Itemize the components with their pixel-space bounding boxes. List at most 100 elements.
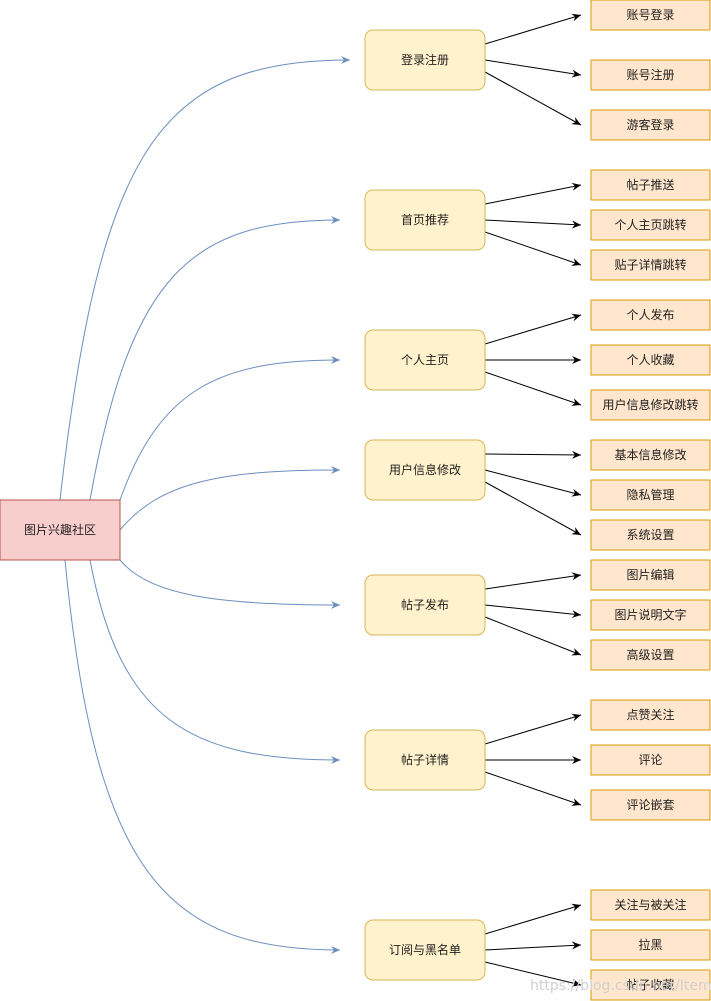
leaf-node-box — [590, 209, 711, 241]
module-node-box — [364, 439, 486, 501]
module-node: 帖子详情 — [364, 729, 486, 791]
root-node-box — [0, 499, 121, 561]
leaf-node-label: 系统设置 — [626, 528, 674, 542]
leaf-node: 游客登录 — [590, 109, 711, 141]
leaf-node-box — [590, 789, 711, 821]
module-node-label: 登录注册 — [401, 52, 449, 67]
module-node-box — [364, 574, 486, 636]
leaf-node: 点赞关注 — [590, 699, 711, 731]
leaf-connector — [484, 371, 582, 406]
leaf-connector — [484, 572, 582, 590]
leaf-node: 个人主页跳转 — [590, 209, 711, 241]
leaf-node-box — [590, 639, 711, 671]
leaf-node: 个人发布 — [590, 299, 711, 331]
root-connector — [119, 356, 341, 501]
leaf-connector — [484, 450, 582, 459]
leaf-node: 帖子推送 — [590, 169, 711, 201]
leaf-node-label: 个人发布 — [626, 307, 674, 322]
root-connector — [119, 559, 341, 609]
leaf-node-box — [590, 699, 711, 731]
leaf-node: 帖子收藏 — [590, 969, 711, 1001]
module-node-label: 帖子详情 — [401, 752, 449, 767]
leaf-node-label: 账号注册 — [626, 67, 674, 82]
leaf-connector — [484, 59, 582, 78]
leaf-node-label: 点赞关注 — [626, 707, 674, 722]
leaf-node-box — [590, 109, 711, 141]
root-connector — [64, 559, 341, 954]
leaf-node: 系统设置 — [590, 519, 711, 551]
module-node: 订阅与黑名单 — [364, 919, 486, 981]
leaf-node: 用户信息修改跳转 — [590, 389, 711, 421]
module-node-box — [364, 29, 486, 91]
module-node-label: 订阅与黑名单 — [389, 942, 461, 957]
leaf-node: 隐私管理 — [590, 479, 711, 511]
leaf-node-label: 图片说明文字 — [614, 607, 686, 622]
leaf-node-label: 拉黑 — [638, 937, 662, 952]
module-node-box — [364, 919, 486, 981]
leaf-connector — [484, 616, 582, 656]
leaf-node-label: 评论 — [638, 753, 662, 767]
leaf-connector — [484, 961, 582, 987]
leaf-node-label: 隐私管理 — [626, 487, 674, 502]
leaf-node-label: 基本信息修改 — [614, 447, 686, 462]
leaf-node-box — [590, 389, 711, 421]
root-connector — [119, 466, 341, 531]
leaf-node-label: 贴子详情跳转 — [614, 257, 686, 272]
root-connectors — [59, 56, 351, 954]
leaf-node: 账号登录 — [590, 0, 711, 31]
leaf-connector — [484, 481, 582, 536]
root-node: 图片兴趣社区 — [0, 499, 121, 561]
module-node-box — [364, 729, 486, 791]
leaf-node: 评论嵌套 — [590, 789, 711, 821]
leaf-node-label: 帖子收藏 — [626, 977, 674, 992]
leaf-node-box — [590, 59, 711, 91]
leaf-connector — [484, 903, 582, 935]
leaf-node: 图片说明文字 — [590, 599, 711, 631]
module-node: 登录注册 — [364, 29, 486, 91]
leaf-connector — [484, 771, 582, 806]
leaf-node-box — [590, 0, 711, 31]
leaf-node-box — [590, 969, 711, 1001]
root-node-label: 图片兴趣社区 — [24, 522, 96, 537]
leaf-connector — [484, 182, 582, 205]
leaf-node-label: 关注与被关注 — [614, 897, 686, 912]
leaf-node-box — [590, 169, 711, 201]
leaf-node-box — [590, 479, 711, 511]
leaf-node-label: 用户信息修改跳转 — [602, 397, 698, 412]
leaf-node: 贴子详情跳转 — [590, 249, 711, 281]
module-node-label: 用户信息修改 — [389, 462, 461, 477]
leaf-node: 评论 — [590, 744, 711, 776]
module-node-box — [364, 189, 486, 251]
module-node: 首页推荐 — [364, 189, 486, 251]
module-node-label: 个人主页 — [401, 353, 449, 367]
leaf-connector — [484, 713, 582, 745]
leaf-node-label: 个人主页跳转 — [614, 217, 686, 232]
leaf-node-box — [590, 299, 711, 331]
module-node: 用户信息修改 — [364, 439, 486, 501]
leaf-node-box — [590, 439, 711, 471]
leaf-node-box — [590, 889, 711, 921]
leaf-node-label: 图片编辑 — [626, 567, 674, 582]
leaf-node-label: 账号登录 — [626, 7, 674, 22]
leaf-node-label: 高级设置 — [626, 647, 674, 662]
leaf-node-label: 个人收藏 — [626, 353, 674, 367]
leaf-node: 关注与被关注 — [590, 889, 711, 921]
watermark: https://blog.csdn.net/Itemp_000 — [530, 978, 711, 994]
leaf-node: 图片编辑 — [590, 559, 711, 591]
module-connectors — [484, 13, 582, 987]
module-node: 个人主页 — [364, 329, 486, 391]
leaf-connector — [484, 71, 582, 126]
module-node-label: 帖子发布 — [401, 597, 449, 612]
leaf-node-box — [590, 599, 711, 631]
leaf-node-box — [590, 744, 711, 776]
leaf-connector — [484, 941, 582, 951]
module-node-label: 首页推荐 — [401, 213, 449, 227]
root-connector — [89, 216, 341, 501]
leaf-node: 高级设置 — [590, 639, 711, 671]
leaf-node-box — [590, 344, 711, 376]
leaf-node: 账号注册 — [590, 59, 711, 91]
leaf-connector — [484, 13, 582, 45]
leaf-connector — [484, 469, 582, 497]
